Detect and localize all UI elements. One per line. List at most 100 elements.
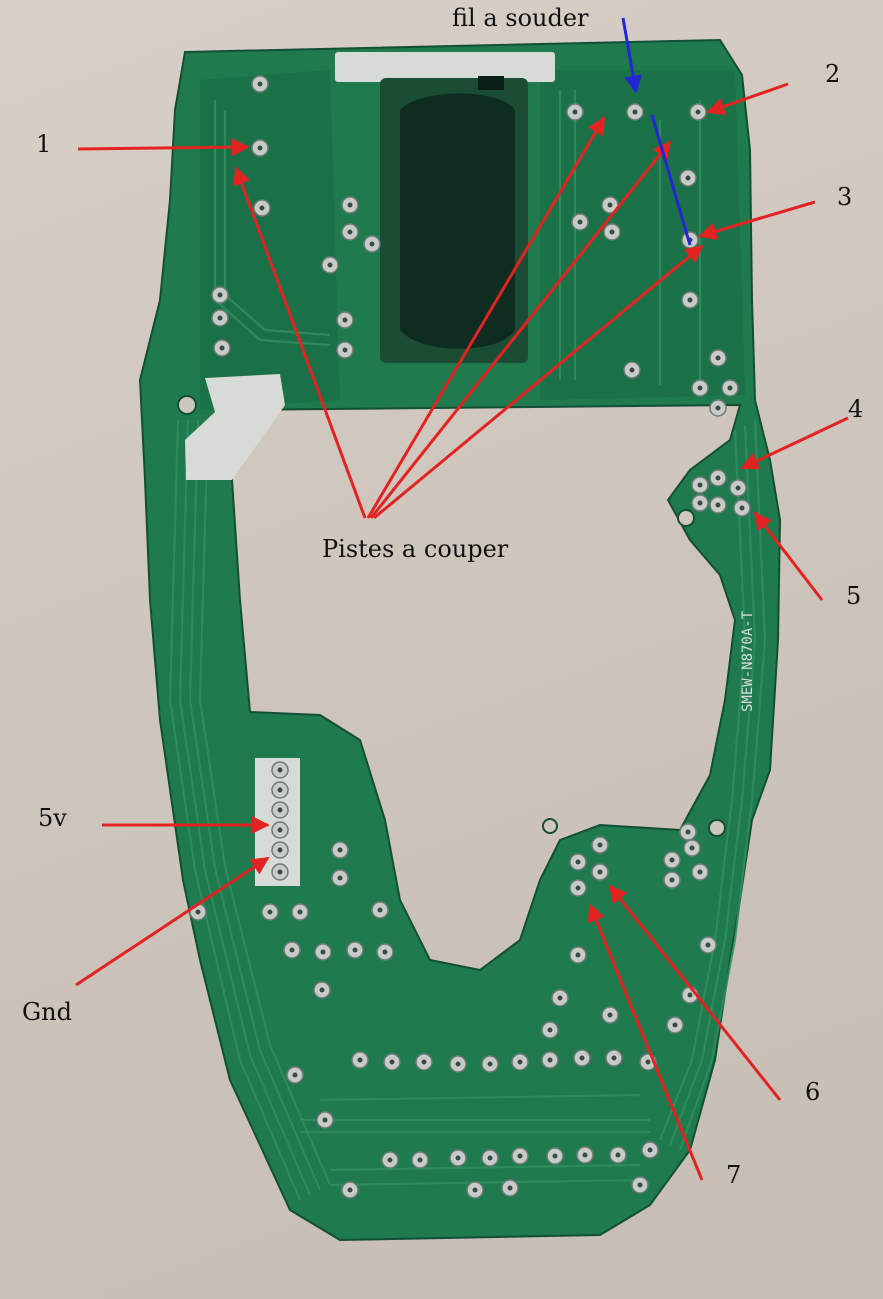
- pad-hole: [575, 952, 581, 958]
- pad-hole: [705, 942, 711, 948]
- label-fil-a-souder: fil a souder: [452, 4, 589, 32]
- pad-hole: [669, 857, 675, 863]
- pad-hole: [547, 1027, 553, 1033]
- pad-hole: [277, 847, 283, 853]
- pad-hole: [319, 987, 325, 993]
- pad-hole: [455, 1155, 461, 1161]
- pad-hole: [217, 292, 223, 298]
- pad-hole: [487, 1061, 493, 1067]
- pad-hole: [357, 1057, 363, 1063]
- pad-hole: [277, 767, 283, 773]
- pad-hole: [695, 109, 701, 115]
- pad-hole: [629, 367, 635, 373]
- pad-hole: [572, 109, 578, 115]
- arrow-pistes-b: [366, 116, 606, 519]
- pad-hole: [715, 355, 721, 361]
- pad-hole: [337, 847, 343, 853]
- pad-hole: [382, 949, 388, 955]
- pad-hole: [607, 1012, 613, 1018]
- pad-hole: [715, 475, 721, 481]
- pad-hole: [342, 317, 348, 323]
- pad-hole: [607, 202, 613, 208]
- pad-hole: [417, 1157, 423, 1163]
- pad-hole: [685, 829, 691, 835]
- label-1: 1: [36, 130, 52, 158]
- pad-hole: [327, 262, 333, 268]
- pad-hole: [517, 1153, 523, 1159]
- pad-hole: [297, 909, 303, 915]
- arrow-fil-top: [621, 17, 643, 94]
- arrow-gnd: [75, 856, 270, 987]
- pad-hole: [277, 807, 283, 813]
- label-2: 2: [825, 60, 841, 88]
- pad-hole: [277, 869, 283, 875]
- arrow-pistes-a: [233, 166, 367, 519]
- pad-hole: [609, 229, 615, 235]
- arrow-3: [698, 200, 816, 241]
- pad-hole: [645, 1059, 651, 1065]
- pad-hole: [697, 500, 703, 506]
- label-4: 4: [848, 395, 864, 423]
- pad-hole: [257, 81, 263, 87]
- pad-hole: [579, 1055, 585, 1061]
- board-marking: SMEW-N870A-T: [740, 610, 756, 712]
- arrow-1: [77, 138, 250, 157]
- pad-hole: [507, 1185, 513, 1191]
- arrow-7: [587, 903, 704, 1181]
- pad-hole: [342, 347, 348, 353]
- pad-hole: [217, 315, 223, 321]
- pad-hole: [352, 947, 358, 953]
- pad-hole: [267, 909, 273, 915]
- arrow-2: [706, 82, 789, 116]
- arrow-pistes-d: [373, 244, 704, 520]
- pad-hole: [577, 219, 583, 225]
- pad-hole: [687, 297, 693, 303]
- pad-hole: [727, 385, 733, 391]
- pad-hole: [637, 1182, 643, 1188]
- pad-hole: [557, 995, 563, 1001]
- pad-hole: [377, 907, 383, 913]
- pad-hole: [739, 505, 745, 511]
- pad-hole: [472, 1187, 478, 1193]
- pad-hole: [735, 485, 741, 491]
- pad-hole: [517, 1059, 523, 1065]
- pad-hole: [547, 1057, 553, 1063]
- arrow-4: [740, 416, 849, 470]
- pad-hole: [347, 229, 353, 235]
- pad-hole: [615, 1152, 621, 1158]
- solder-pads: [189, 75, 751, 1199]
- pad-hole: [697, 482, 703, 488]
- pad-hole: [387, 1157, 393, 1163]
- pad-hole: [697, 385, 703, 391]
- pad-hole: [575, 885, 581, 891]
- pad-hole: [689, 845, 695, 851]
- pad-hole: [697, 869, 703, 875]
- pad-hole: [715, 405, 721, 411]
- arrow-6: [608, 884, 782, 1101]
- pad-hole: [347, 1187, 353, 1193]
- pad-hole: [337, 875, 343, 881]
- pad-hole: [389, 1059, 395, 1065]
- label-5: 5: [846, 582, 862, 610]
- label-6: 6: [805, 1078, 821, 1106]
- pad-hole: [455, 1061, 461, 1067]
- pad-hole: [277, 827, 283, 833]
- pad-hole: [347, 202, 353, 208]
- arrow-pistes-c: [369, 140, 672, 519]
- pad-hole: [685, 175, 691, 181]
- pad-hole: [369, 241, 375, 247]
- pad-hole: [715, 502, 721, 508]
- pad-hole: [289, 947, 295, 953]
- pad-hole: [421, 1059, 427, 1065]
- pad-hole: [552, 1153, 558, 1159]
- pad-hole: [632, 109, 638, 115]
- pad-hole: [687, 992, 693, 998]
- pad-hole: [487, 1155, 493, 1161]
- pad-hole: [672, 1022, 678, 1028]
- wire-fil: [650, 114, 692, 246]
- pad-hole: [582, 1152, 588, 1158]
- scroll-wheel: [400, 93, 515, 349]
- pad-hole: [669, 877, 675, 883]
